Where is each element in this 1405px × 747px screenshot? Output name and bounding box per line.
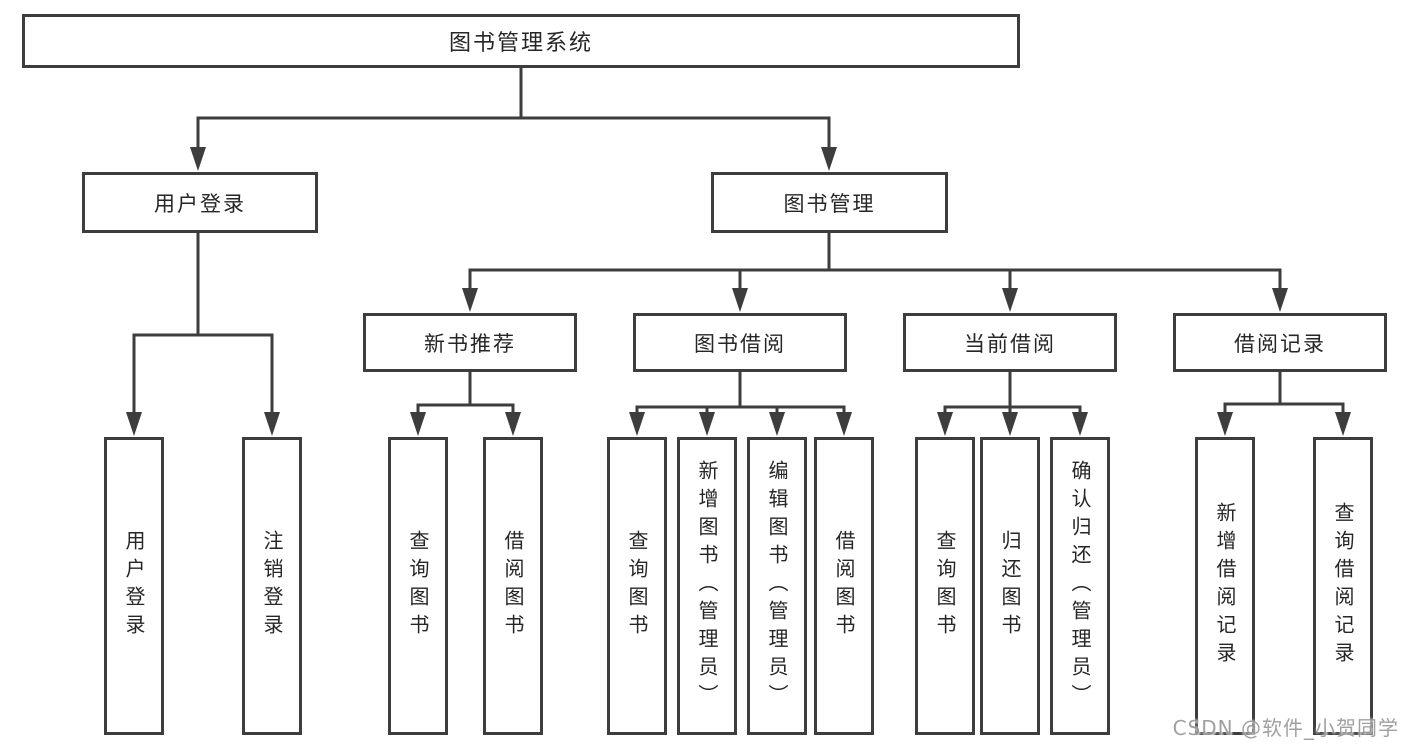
arrowhead-icon: [769, 412, 785, 436]
node-leaf-borrow-book-1-label: 借阅图书: [501, 530, 525, 642]
node-leaf-query-book-3: 查询图书: [915, 437, 975, 735]
node-leaf-borrow-book-2: 借阅图书: [814, 437, 874, 735]
node-leaf-return-book-label: 归还图书: [998, 530, 1022, 642]
node-new-book-rec: 新书推荐: [363, 313, 577, 372]
node-borrow-records: 借阅记录: [1173, 313, 1387, 372]
node-new-book-rec-label: 新书推荐: [424, 331, 516, 356]
connector-current-borrow-to-leaves: [943, 372, 1082, 415]
node-leaf-logout: 注销登录: [242, 437, 302, 735]
node-leaf-query-book-1-label: 查询图书: [406, 530, 430, 642]
node-leaf-borrow-book-1: 借阅图书: [483, 437, 543, 735]
connector-book-mgmt-to-level3: [468, 233, 1282, 291]
node-user-login: 用户登录: [82, 172, 318, 233]
arrowhead-icon: [1217, 412, 1233, 436]
node-leaf-edit-book-label: 编辑图书（管理员）: [765, 460, 789, 712]
node-leaf-borrow-book-2-label: 借阅图书: [832, 530, 856, 642]
node-book-mgmt: 图书管理: [711, 172, 948, 233]
arrowhead-icon: [836, 412, 852, 436]
arrowhead-icon: [1272, 288, 1288, 312]
arrowhead-icon: [264, 412, 280, 436]
node-leaf-confirm-return: 确认归还（管理员）: [1050, 437, 1110, 735]
node-leaf-user-login-label: 用户登录: [122, 530, 146, 642]
connector-book-borrow-to-leaves: [635, 372, 846, 415]
arrowhead-icon: [1002, 288, 1018, 312]
node-leaf-user-login: 用户登录: [104, 437, 164, 735]
arrowhead-icon: [699, 412, 715, 436]
node-leaf-add-record-label: 新增借阅记录: [1213, 502, 1237, 670]
node-borrow-records-label: 借阅记录: [1234, 331, 1326, 356]
node-leaf-logout-label: 注销登录: [260, 530, 284, 642]
node-leaf-query-book-1: 查询图书: [388, 437, 448, 735]
node-leaf-return-book: 归还图书: [980, 437, 1040, 735]
connector-user-login-to-leaves: [132, 233, 274, 415]
node-user-login-label: 用户登录: [154, 191, 246, 216]
node-book-borrow: 图书借阅: [633, 313, 847, 372]
node-current-borrow: 当前借阅: [903, 313, 1117, 372]
connector-new-book-rec-to-leaves: [416, 372, 515, 415]
node-leaf-add-book: 新增图书（管理员）: [677, 437, 737, 735]
connector-borrow-records-to-leaves: [1223, 372, 1345, 415]
arrowhead-icon: [937, 412, 953, 436]
arrowhead-icon: [1072, 412, 1088, 436]
arrowhead-icon: [190, 147, 206, 171]
arrowhead-icon: [732, 288, 748, 312]
node-leaf-query-book-2: 查询图书: [607, 437, 667, 735]
node-leaf-query-record: 查询借阅记录: [1313, 437, 1373, 735]
arrowhead-icon: [629, 412, 645, 436]
node-book-borrow-label: 图书借阅: [694, 331, 786, 356]
arrowhead-icon: [821, 147, 837, 171]
node-root: 图书管理系统: [22, 14, 1020, 68]
node-root-label: 图书管理系统: [448, 31, 593, 56]
arrowhead-icon: [126, 412, 142, 436]
node-leaf-query-record-label: 查询借阅记录: [1331, 502, 1355, 670]
arrowhead-icon: [410, 412, 426, 436]
node-leaf-query-book-3-label: 查询图书: [933, 530, 957, 642]
arrowhead-icon: [1002, 412, 1018, 436]
arrowhead-icon: [1335, 412, 1351, 436]
node-leaf-confirm-return-label: 确认归还（管理员）: [1068, 460, 1092, 712]
node-current-borrow-label: 当前借阅: [964, 331, 1056, 356]
arrowhead-icon: [505, 412, 521, 436]
csdn-watermark: CSDN @软件_小贺同学: [1172, 716, 1399, 740]
node-leaf-add-book-label: 新增图书（管理员）: [695, 460, 719, 712]
node-leaf-edit-book: 编辑图书（管理员）: [747, 437, 807, 735]
arrowhead-icon: [462, 288, 478, 312]
node-leaf-add-record: 新增借阅记录: [1195, 437, 1255, 735]
node-leaf-query-book-2-label: 查询图书: [625, 530, 649, 642]
connector-root-to-level2: [196, 68, 831, 151]
node-book-mgmt-label: 图书管理: [783, 191, 876, 216]
